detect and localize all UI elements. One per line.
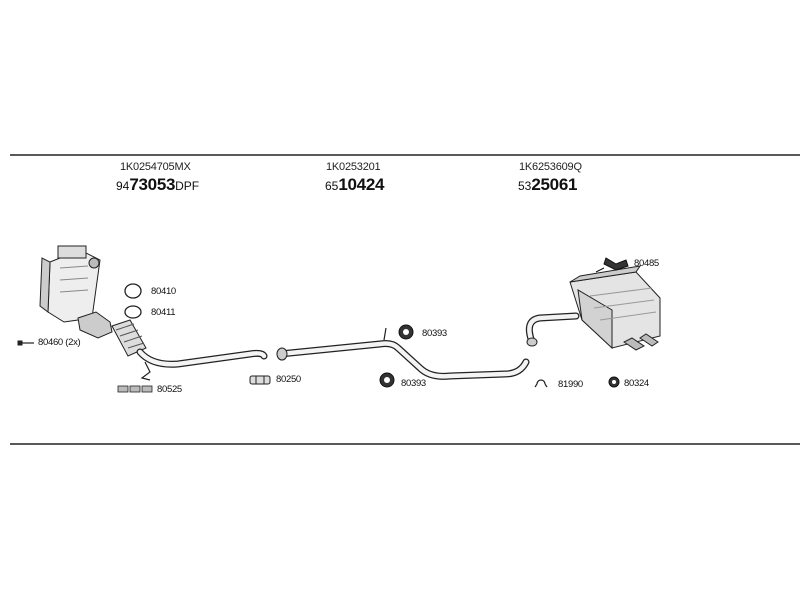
hanger-bracket-drawing [140,361,151,381]
front-pipe-inner [137,349,267,367]
assembly-1-prefix: 94 [116,179,130,193]
part-label-80393-bottom: 80393 [401,378,426,389]
bracket-80485-icon [595,257,629,273]
assembly-2-code: 1K0253201 [326,161,381,173]
part-label-80393-top: 80393 [422,328,447,339]
assembly-1-main-number: 73053 [129,175,176,194]
assembly-2-number: 6510424 [325,175,384,195]
rear-muffler-drawing [525,265,661,351]
assembly-1-code: 1K0254705MX [120,161,191,173]
part-label-80250: 80250 [276,374,301,385]
assembly-3-prefix: 53 [518,179,532,193]
part-label-80410: 80410 [151,286,176,297]
pipe-clamp-icon [249,375,271,385]
rubber-mount-80393-bottom-icon [379,372,395,388]
part-label-80485: 80485 [634,258,659,269]
assembly-3-number: 5325061 [518,175,577,195]
assembly-2-main-number: 10424 [338,175,385,194]
part-label-80525: 80525 [157,384,182,395]
seal-ring-80411-icon [124,305,142,319]
assembly-2-prefix: 65 [325,179,339,193]
seal-ring-80410-icon [124,283,142,299]
rubber-mount-80393-top-icon [398,324,414,340]
assembly-3-code: 1K6253609Q [519,161,582,173]
flex-pipe-drawing [111,319,147,357]
part-label-80460: 80460 (2x) [38,337,81,348]
rubber-mount-80324-icon [608,376,620,388]
assembly-1-number: 9473053DPF [116,175,199,195]
assembly-3-main-number: 25061 [531,175,578,194]
part-label-81990: 81990 [558,379,583,390]
bolt-icon [17,340,34,346]
middle-pipe-drawing [276,327,530,380]
part-label-80411: 80411 [151,307,176,318]
dpf-filter-drawing [39,245,113,339]
assembly-1-suffix: DPF [175,179,200,193]
mounting-kit-icon [117,385,153,393]
part-label-80324: 80324 [624,378,649,389]
clamp-81990-icon [534,379,548,388]
